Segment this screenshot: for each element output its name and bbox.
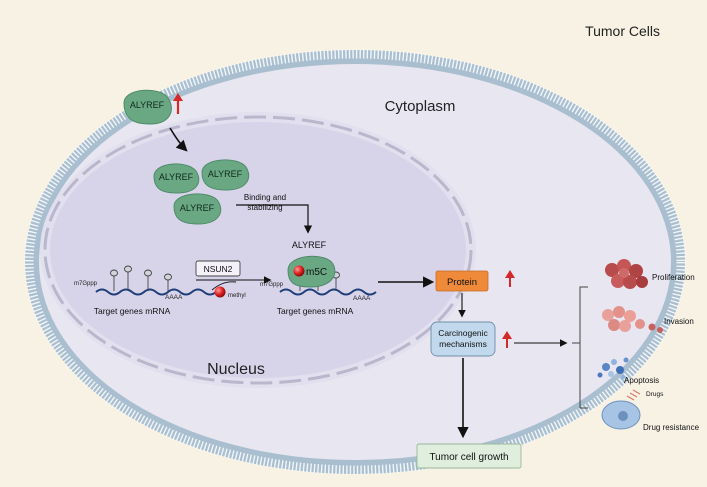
binding-label-line2: stabilizing — [247, 203, 282, 212]
growth-label: Tumor cell growth — [429, 452, 508, 463]
protein-upregulation-arrow — [505, 270, 515, 287]
proliferation-icon — [605, 259, 648, 289]
tumor-cells-label: Tumor Cells — [585, 23, 660, 39]
drug-resistance-label: Drug resistance — [643, 423, 700, 432]
m5c-label: m5C — [306, 267, 327, 278]
apoptosis-icon — [597, 357, 629, 379]
mechanisms-label-line2: mechanisms — [439, 339, 487, 349]
alyref-bound-label: ALYREF — [292, 240, 327, 250]
apoptosis-label: Apoptosis — [624, 376, 659, 385]
drug-resistance-icon — [601, 400, 641, 430]
methyl-group-icon — [214, 286, 226, 298]
alyref-bound-protein — [287, 255, 336, 288]
drugs-label: Drugs — [646, 391, 664, 398]
nucleus-label: Nucleus — [207, 361, 265, 378]
binding-stabilizing: Binding and stabilizing — [236, 193, 313, 234]
mrna-m5c-bound: ALYREF m5C m7Gppp AAAA Target genes mRNA — [260, 240, 377, 316]
carcinogenic-mechanisms-node: Carcinogenic mechanisms — [430, 321, 496, 357]
mechanisms-box — [430, 321, 496, 357]
m5c-methyl-icon — [293, 265, 305, 277]
mrna-caption-modified: Target genes mRNA — [277, 306, 354, 316]
invasion-icon — [602, 306, 663, 333]
methyl-label: methyl — [228, 293, 246, 299]
mrna-unmodified: m7Gppp AAAA Target genes mRNA — [74, 265, 217, 316]
alyref-upregulation-arrow — [173, 93, 183, 114]
alyref-label: ALYREF — [159, 172, 194, 182]
mrna-tail-label-modified: AAAA — [353, 295, 371, 302]
alyref-protein-nuclear-2: ALYREF — [201, 159, 250, 191]
nsun2-methylation: NSUN2 methyl — [195, 260, 272, 299]
mrna-cap-label: m7Gppp — [74, 281, 98, 287]
drugs-icon — [626, 389, 641, 401]
alyref-label: ALYREF — [130, 100, 165, 110]
binding-arrow — [236, 204, 313, 234]
nuclear-import-arrow — [169, 127, 188, 152]
mrna-cap-label-modified: m7Gppp — [260, 282, 284, 288]
alyref-label: ALYREF — [208, 169, 243, 179]
nucleus — [40, 112, 476, 388]
outcome-bracket — [572, 286, 588, 409]
alyref-protein-nuclear-1: ALYREF — [153, 163, 200, 194]
alyref-protein-cytoplasm: ALYREF — [123, 89, 172, 125]
nsun2-label: NSUN2 — [204, 264, 233, 274]
invasion-label: Invasion — [664, 317, 694, 326]
binding-label-line1: Binding and — [244, 193, 286, 202]
proliferation-label: Proliferation — [652, 273, 695, 282]
protein-node: Protein — [435, 270, 489, 292]
alyref-label: ALYREF — [180, 203, 215, 213]
mechanisms-label-line1: Carcinogenic — [438, 328, 488, 338]
nsun2-box — [195, 260, 241, 277]
cytoplasm-label: Cytoplasm — [385, 98, 456, 115]
mechanisms-upregulation-arrow — [502, 331, 512, 348]
protein-box — [435, 270, 489, 292]
mrna-caption: Target genes mRNA — [94, 306, 171, 316]
tumor-cell-growth-node: Tumor cell growth — [416, 443, 522, 469]
protein-label: Protein — [447, 277, 477, 288]
growth-box — [416, 443, 522, 469]
mrna-tail-label: AAAA — [165, 294, 183, 301]
alyref-protein-nuclear-3: ALYREF — [173, 193, 222, 225]
